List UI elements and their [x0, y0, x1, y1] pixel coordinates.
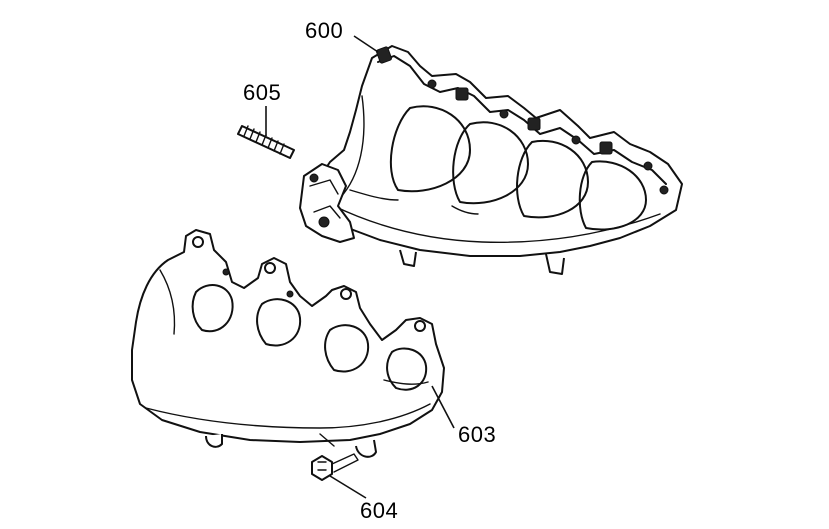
leader-600 [353, 35, 379, 53]
leader-603 [431, 385, 455, 429]
upper-manifold [299, 45, 683, 275]
callout-600: 600 [305, 18, 344, 43]
leader-lines [353, 35, 455, 429]
callout-604: 604 [360, 498, 399, 523]
callout-603: 603 [458, 422, 497, 447]
stud [237, 106, 295, 159]
callout-605: 605 [243, 80, 282, 105]
bolt [311, 453, 367, 499]
lower-manifold [131, 229, 445, 458]
